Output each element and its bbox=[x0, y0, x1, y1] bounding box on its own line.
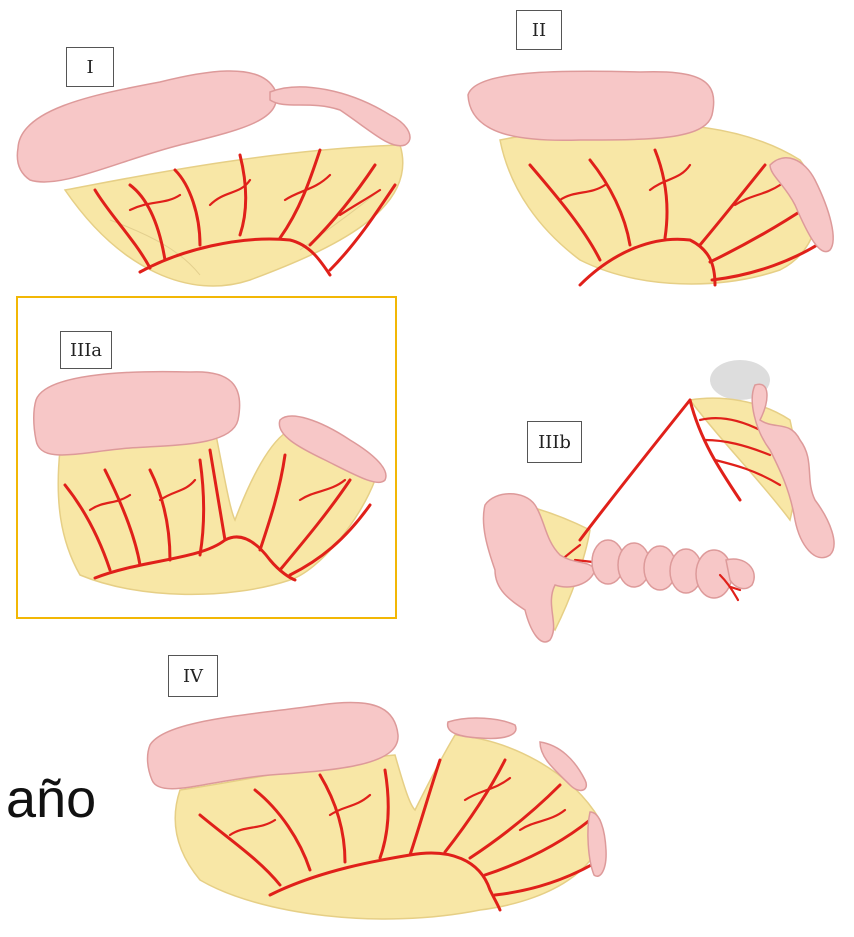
side-caption-text: año bbox=[6, 772, 96, 826]
